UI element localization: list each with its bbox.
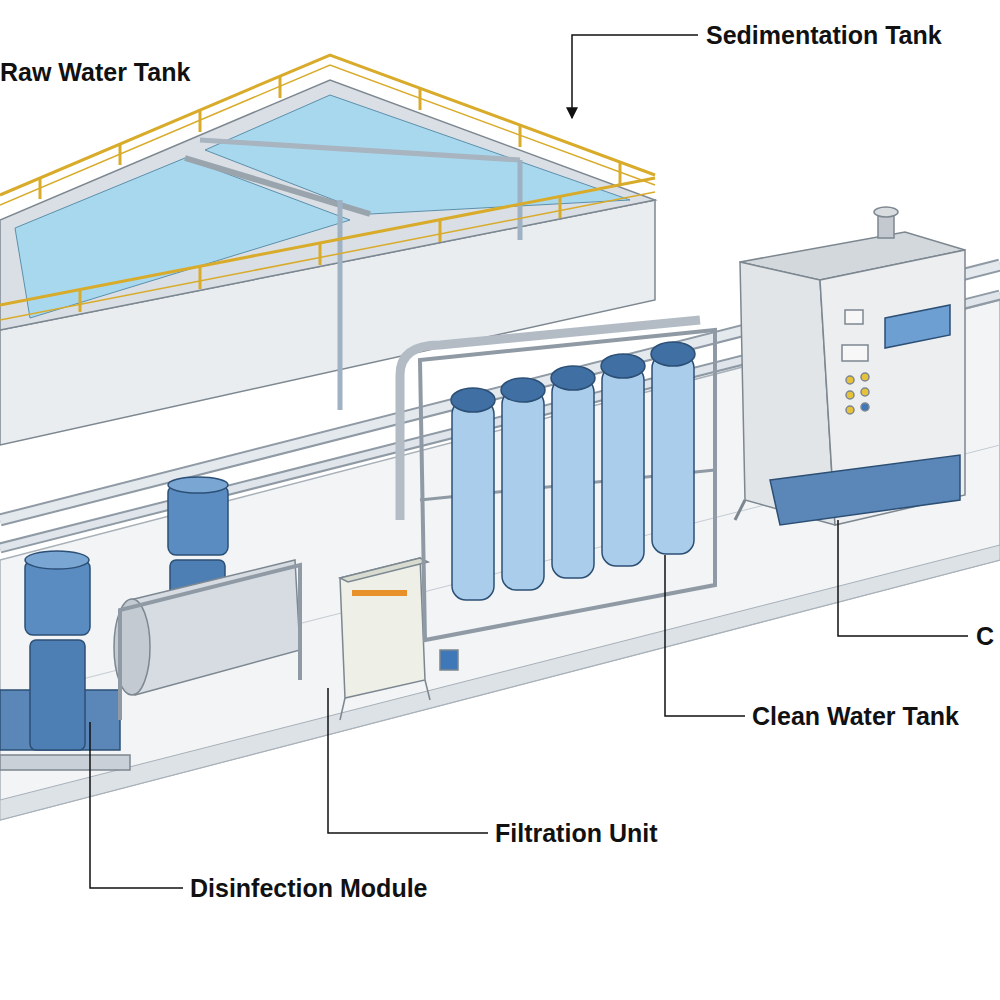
callout-label: C bbox=[976, 621, 994, 651]
control-cabinet-part bbox=[735, 500, 745, 520]
disinfection-vessel-part bbox=[130, 560, 300, 695]
water-tank-part bbox=[518, 160, 523, 240]
pump-assembly-part bbox=[0, 755, 130, 770]
filter-cylinders-part bbox=[501, 378, 545, 402]
filter-cylinders-part bbox=[502, 390, 544, 590]
filter-cylinders-part bbox=[602, 366, 644, 566]
leader-lines-part bbox=[90, 722, 183, 888]
safety-railing-part bbox=[79, 289, 82, 312]
control-box-part bbox=[425, 680, 430, 700]
safety-railing-part bbox=[39, 177, 42, 199]
safety-railing-part bbox=[119, 143, 122, 165]
callout-label: Filtration Unit bbox=[495, 818, 657, 848]
safety-railing-part bbox=[199, 110, 202, 132]
leader-lines-part bbox=[838, 520, 968, 636]
leader-lines-part bbox=[328, 688, 488, 833]
pump-assembly-part bbox=[25, 551, 89, 569]
disinfection-vessel-part bbox=[120, 565, 300, 720]
safety-railing-part bbox=[519, 125, 522, 147]
control-cabinet-part bbox=[846, 376, 854, 384]
filter-cylinders-part bbox=[651, 342, 695, 366]
filter-cylinders bbox=[451, 342, 695, 600]
safety-railing-part bbox=[199, 266, 202, 289]
pump-assembly-part bbox=[168, 477, 228, 493]
safety-railing-part bbox=[419, 88, 422, 110]
control-cabinet-part bbox=[885, 305, 950, 348]
filter-cylinders-part bbox=[451, 388, 495, 412]
safety-railing bbox=[0, 55, 655, 320]
safety-railing-part bbox=[619, 162, 622, 184]
callout-label: Sedimentation Tank bbox=[706, 20, 942, 50]
floor-platform-part bbox=[0, 545, 1000, 820]
filter-cylinders-part bbox=[551, 366, 595, 390]
pump-assembly-part bbox=[25, 560, 90, 635]
control-box-part bbox=[352, 590, 407, 596]
safety-railing-part bbox=[559, 195, 562, 218]
safety-railing-part bbox=[279, 76, 282, 98]
control-cabinet-part bbox=[874, 207, 898, 217]
control-cabinet-part bbox=[846, 391, 854, 399]
filter-cylinders-part bbox=[452, 400, 494, 600]
filter-cylinders-part bbox=[652, 354, 694, 554]
control-cabinet-part bbox=[861, 388, 869, 396]
leader-lines bbox=[90, 35, 968, 888]
leader-lines-part bbox=[665, 555, 745, 716]
filter-rack bbox=[400, 320, 715, 640]
control-cabinet-part bbox=[861, 403, 869, 411]
water-tank-part bbox=[0, 80, 655, 330]
safety-railing-part bbox=[439, 219, 442, 242]
water-tank-part bbox=[338, 200, 343, 410]
callout-label: Raw Water Tank bbox=[0, 57, 190, 87]
control-box-part bbox=[340, 558, 428, 582]
control-box-part bbox=[440, 650, 458, 670]
leader-lines-part bbox=[572, 35, 698, 118]
control-cabinet-part bbox=[842, 345, 868, 361]
filter-rack-part bbox=[420, 330, 715, 640]
filter-cylinders-part bbox=[552, 378, 594, 578]
control-box-part bbox=[340, 698, 345, 720]
safety-railing-part bbox=[0, 55, 655, 195]
control-cabinet-part bbox=[845, 310, 863, 324]
filter-cylinders-part bbox=[601, 354, 645, 378]
control-cabinet bbox=[735, 207, 965, 525]
callout-label: Clean Water Tank bbox=[752, 701, 959, 731]
safety-railing-part bbox=[0, 178, 655, 305]
control-cabinet-part bbox=[846, 406, 854, 414]
safety-railing-part bbox=[319, 242, 322, 265]
pump-assembly-part bbox=[30, 640, 85, 750]
control-cabinet-part bbox=[770, 455, 960, 525]
filter-rack-part bbox=[396, 375, 405, 520]
pump-assembly-part bbox=[168, 485, 228, 555]
disinfection-vessel bbox=[114, 560, 300, 720]
callout-label: Disinfection Module bbox=[190, 873, 428, 903]
safety-railing-part bbox=[0, 192, 655, 320]
water-tank-part bbox=[200, 140, 520, 160]
control-cabinet-part bbox=[861, 373, 869, 381]
